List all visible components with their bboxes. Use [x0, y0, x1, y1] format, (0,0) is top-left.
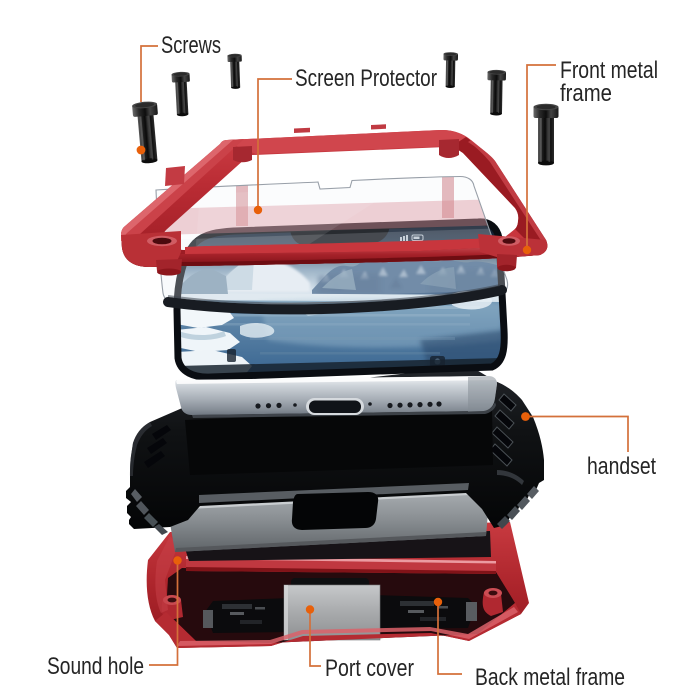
svg-text:Sound hole: Sound hole: [47, 653, 144, 680]
svg-text:Front metal: Front metal: [560, 57, 658, 84]
svg-text:Port cover: Port cover: [325, 655, 414, 682]
svg-text:Screws: Screws: [161, 32, 221, 59]
svg-text:frame: frame: [560, 80, 612, 107]
svg-text:Screen Protector: Screen Protector: [295, 65, 437, 92]
svg-text:handset: handset: [587, 453, 656, 480]
svg-text:Back metal frame: Back metal frame: [475, 664, 625, 691]
